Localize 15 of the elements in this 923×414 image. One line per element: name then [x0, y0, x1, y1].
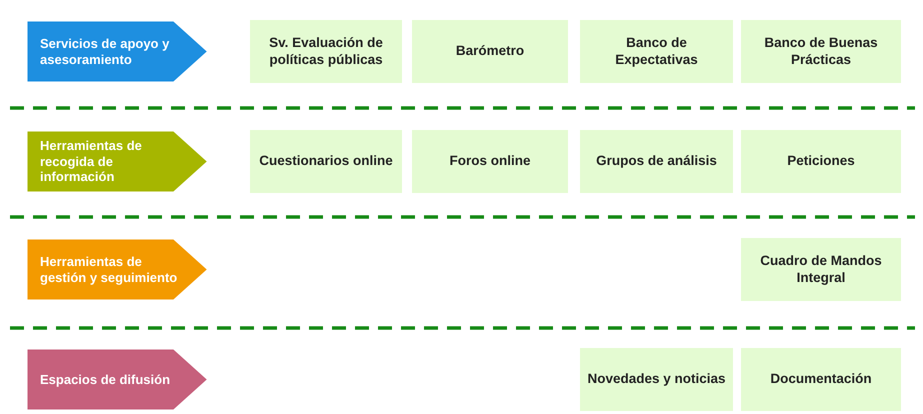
row-header-text: Herramientas de gestión y seguimiento	[40, 252, 178, 287]
service-box: Cuestionarios online	[250, 130, 402, 193]
row-header-text: Herramientas de recogida de información	[40, 137, 143, 186]
service-box: Cuadro de Mandos Integral	[741, 238, 901, 301]
row-header-text: Servicios de apoyo y asesoramiento	[40, 34, 170, 68]
service-box: Barómetro	[412, 20, 568, 83]
service-box: Banco de Expectativas	[580, 20, 733, 83]
service-box: Novedades y noticias	[580, 348, 733, 411]
service-box: Documentación	[741, 348, 901, 411]
service-box: Sv. Evaluación de políticas públicas	[250, 20, 402, 83]
service-box: Banco de Buenas Prácticas	[741, 20, 901, 83]
service-box: Peticiones	[741, 130, 901, 193]
service-box: Grupos de análisis	[580, 130, 733, 193]
row-header-text: Espacios de difusión	[40, 370, 172, 389]
service-box: Foros online	[412, 130, 568, 193]
